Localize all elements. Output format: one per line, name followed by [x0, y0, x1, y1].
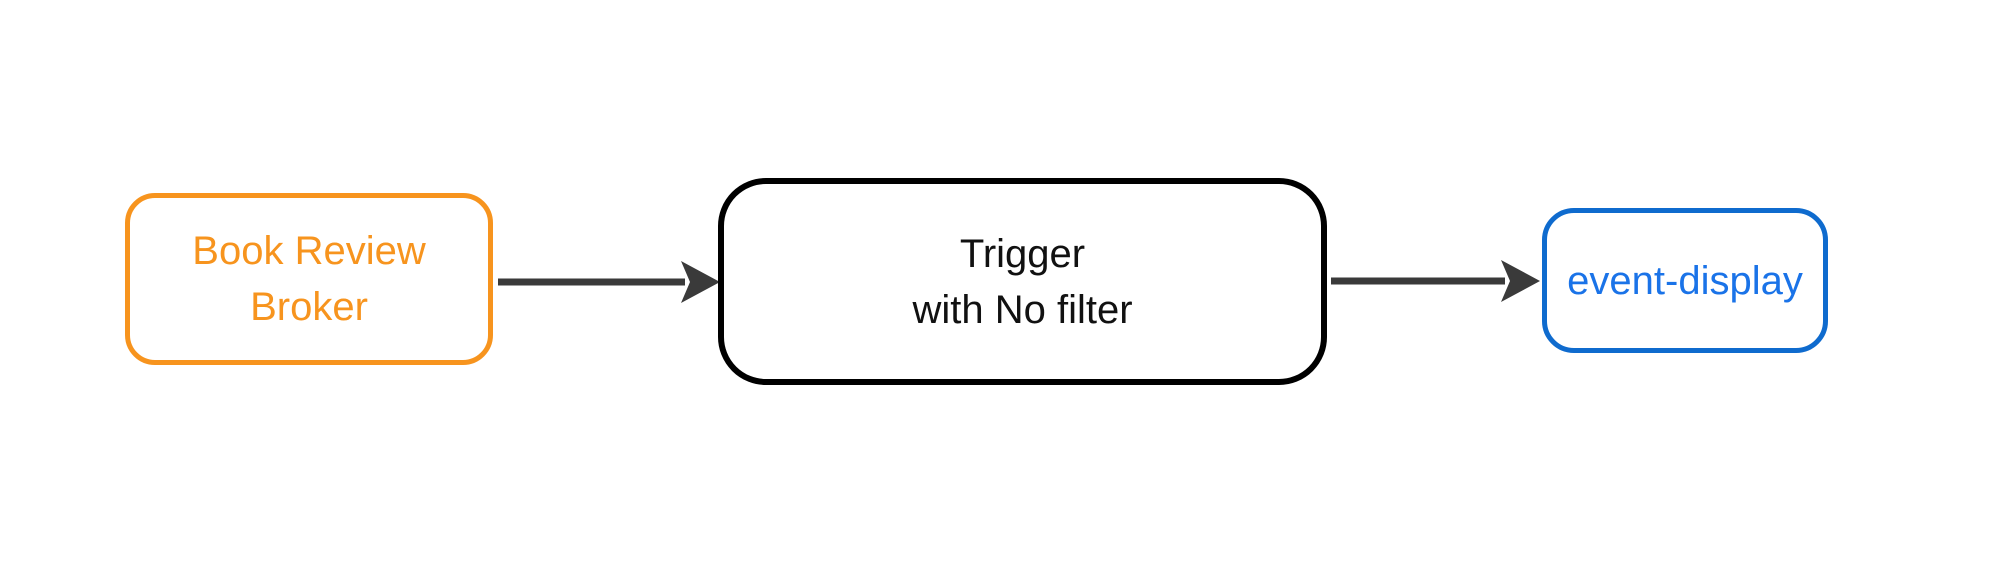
broker-label-line2: Broker: [250, 285, 368, 329]
event-display-node: event-display: [1542, 208, 1828, 353]
event-display-label: event-display: [1567, 258, 1803, 303]
broker-node: Book Review Broker: [125, 193, 493, 365]
arrowhead-icon: [681, 261, 720, 303]
arrowhead-icon: [1501, 260, 1540, 302]
broker-node-label: Book Review Broker: [192, 223, 425, 335]
arrow-broker-to-trigger: [498, 261, 720, 303]
arrow-trigger-to-event-display: [1331, 260, 1540, 302]
broker-label-line1: Book Review: [192, 229, 426, 273]
trigger-node: Trigger with No filter: [718, 178, 1327, 385]
trigger-label-line1: Trigger: [959, 231, 1086, 276]
trigger-label-line2: with No filter: [912, 287, 1133, 332]
trigger-node-label: Trigger with No filter: [912, 226, 1132, 338]
